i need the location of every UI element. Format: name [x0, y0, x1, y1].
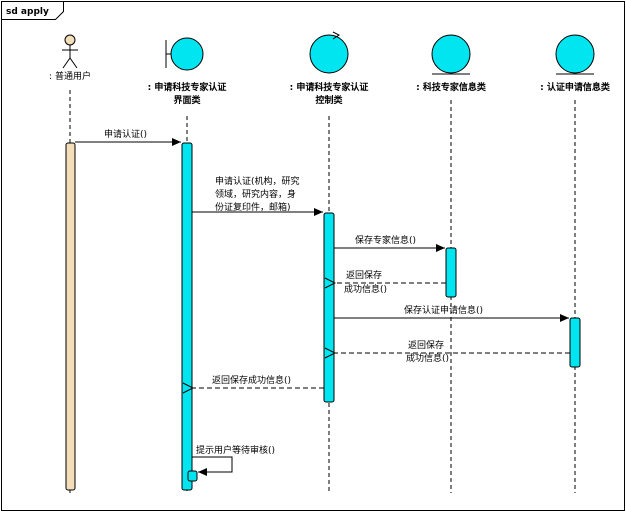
message-7-label: 返回保存成功信息(): [212, 374, 291, 386]
lifeline-ui-name-line1: : 申请科技专家认证: [148, 81, 227, 93]
entity-icon-info: [431, 34, 471, 75]
control-icon: [309, 31, 349, 74]
activation-ctrl: [323, 212, 335, 403]
lifeline-user-name: : 普通用户: [49, 70, 91, 82]
message-2-label-line2: 领域，研究内容，身: [215, 188, 296, 200]
message-8-label: 提示用户等待审核(): [196, 444, 275, 456]
lifeline-info-name: : 科技专家信息类: [416, 81, 487, 93]
message-3-label: 保存专家信息(): [355, 234, 416, 246]
actor-icon: [62, 34, 78, 69]
activation-ui-self: [187, 470, 198, 482]
activation-user: [65, 142, 76, 491]
entity-icon-cert: [555, 34, 595, 75]
activation-cert: [569, 317, 581, 368]
frame-title: sd apply: [6, 7, 49, 17]
message-1-label: 申请认证(): [104, 128, 147, 140]
message-4-label-line2: 成功信息(): [344, 283, 387, 295]
lifeline-cert-name: : 认证申请信息类: [540, 81, 611, 93]
activation-info: [445, 247, 457, 298]
lifeline-ctrl-name-line2: 控制类: [315, 94, 343, 106]
lifeline-ctrl-name-line1: : 申请科技专家认证: [290, 81, 369, 93]
message-5-label: 保存认证申请信息(): [404, 304, 483, 316]
message-4-label-line1: 返回保存: [346, 269, 382, 281]
activation-ui: [181, 142, 193, 491]
message-8-arrow: [192, 456, 233, 476]
message-2-label-line1: 申请认证(机构，研究: [215, 175, 300, 187]
lifeline-ui-name-line2: 界面类: [173, 94, 201, 106]
boundary-icon: [165, 37, 204, 71]
message-6-label-line1: 返回保存: [408, 339, 444, 351]
message-2-label-line3: 份证复印件，邮箱): [215, 201, 291, 213]
frame-title-tab: [1, 1, 64, 20]
message-6-label-line2: 成功信息(): [406, 352, 449, 364]
lifeline-lines: [69, 90, 576, 493]
